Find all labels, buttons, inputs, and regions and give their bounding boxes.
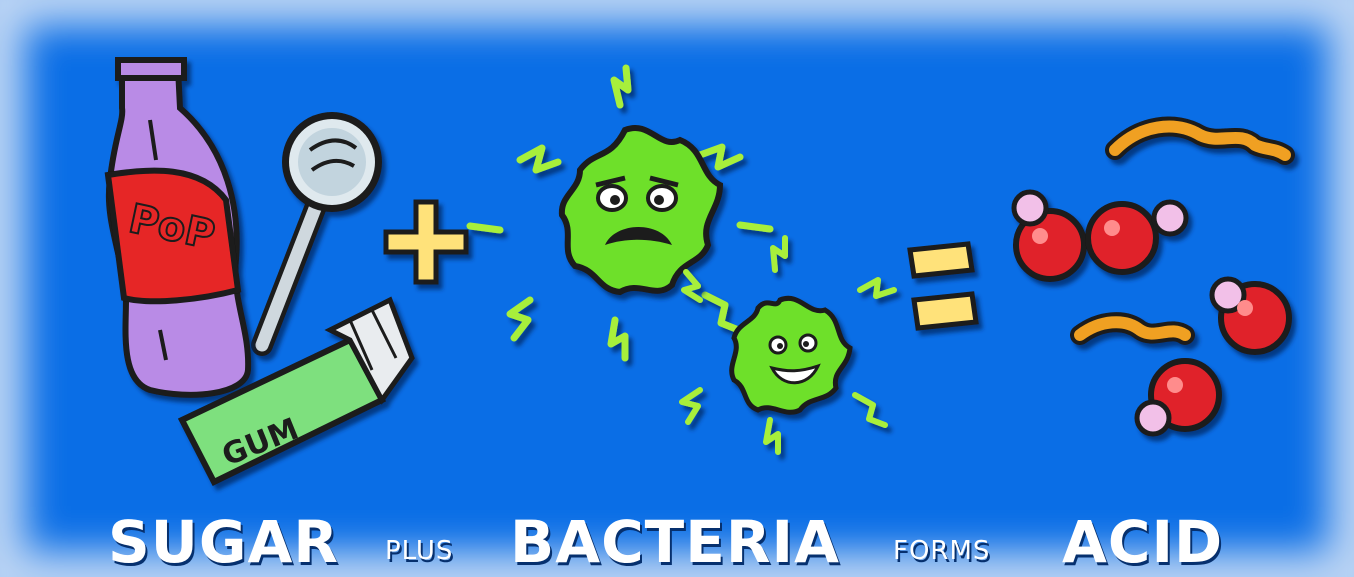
caption-acid: ACID [1062, 508, 1223, 576]
illustration-svg: PoP GUM [0, 0, 1354, 500]
bacteria-small-icon [682, 238, 894, 452]
acid-molecule-icon [1014, 192, 1289, 434]
caption-bacteria: BACTERIA [510, 508, 840, 576]
plus-sign-icon [386, 202, 466, 282]
caption-forms: FORMS [893, 536, 990, 566]
lollipop-icon [262, 112, 382, 345]
equation-caption: SUGAR PLUS BACTERIA FORMS ACID [0, 500, 1354, 577]
caption-plus: PLUS [385, 536, 453, 566]
bacteria-large-icon [470, 68, 770, 358]
equals-sign-icon [910, 244, 976, 328]
caption-sugar: SUGAR [108, 508, 339, 576]
soda-bottle-icon: PoP [108, 60, 248, 395]
